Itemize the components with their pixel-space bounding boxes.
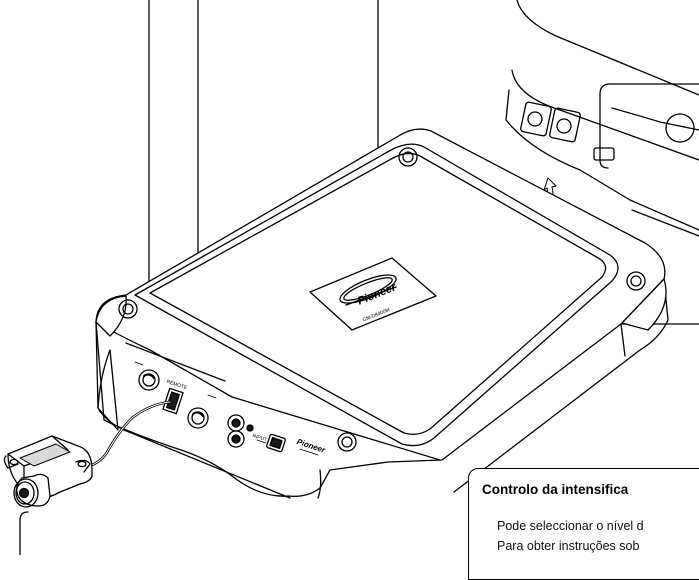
amplifier-illustration: Pioneer GM-D8400M Pioneer REMOTE INPUT	[3, 0, 699, 555]
amplifier-body	[95, 128, 669, 499]
body-line-1: Pode seleccionar o nível d	[497, 519, 644, 533]
section-title: Controlo da intensifica	[482, 482, 629, 497]
inset-corner-view	[505, 0, 699, 237]
remote-knob	[3, 400, 172, 508]
body-line-2: Para obter instruções sob	[497, 539, 640, 553]
input-port-label: INPUT	[252, 433, 268, 443]
